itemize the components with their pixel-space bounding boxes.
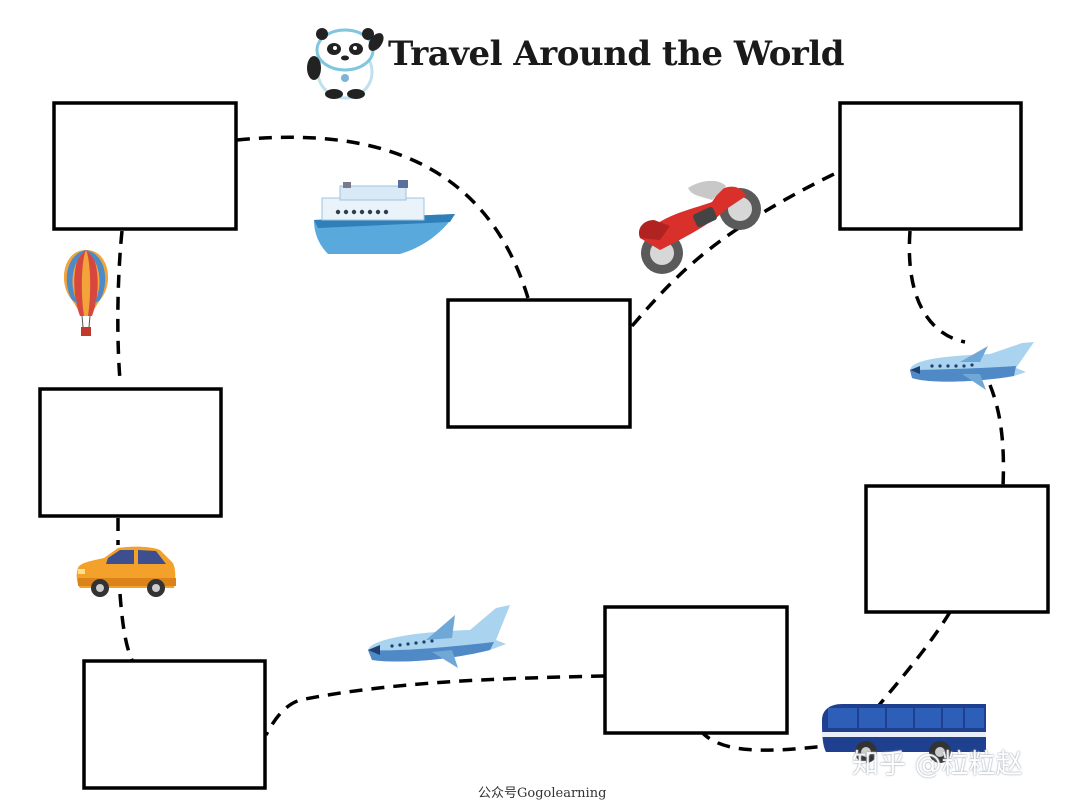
answer-box[interactable] [864,484,1050,614]
route-segment [907,230,966,344]
cruise-ship-icon [314,180,455,254]
answer-box[interactable] [38,387,223,518]
answer-box[interactable] [52,101,238,231]
route-segment [698,728,827,752]
bus-icon [822,704,986,763]
credit-text: 公众号Gogolearning [478,786,607,801]
airplane-icon [368,605,510,668]
route-segment [988,384,1006,487]
route-segment [264,674,605,736]
motorcycle-icon [638,180,761,274]
answer-box[interactable] [603,605,789,735]
route-segment [116,230,124,381]
route-segment [118,593,134,661]
route-segment [873,611,952,712]
car-icon [76,546,176,597]
watermark-text: 知乎 @粒粒赵 [852,749,1023,780]
airplane-icon [910,342,1034,390]
answer-boxes [38,101,1050,790]
panda-mascot-icon [307,28,384,100]
answer-box[interactable] [446,298,632,429]
page-title: Travel Around the World [388,34,845,74]
answer-box[interactable] [82,659,267,790]
hot-air-balloon-icon [63,250,109,336]
route-segment [630,170,839,328]
answer-box[interactable] [838,101,1023,231]
dashed-route [116,135,1006,752]
